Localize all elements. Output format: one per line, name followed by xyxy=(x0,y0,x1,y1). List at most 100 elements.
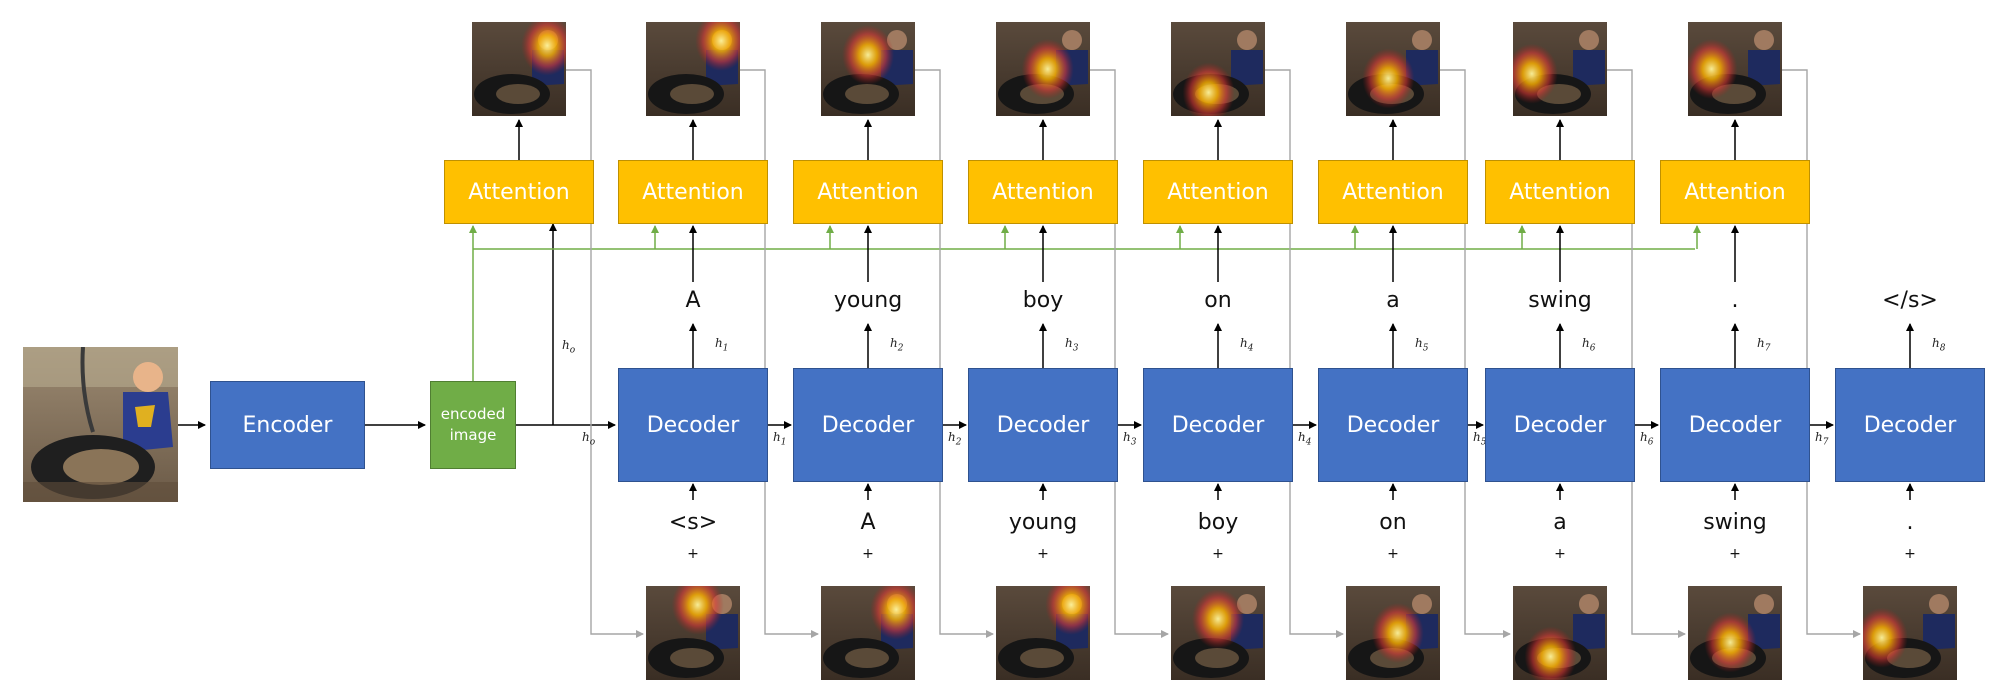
attention-box-1: Attention xyxy=(444,160,594,224)
encoded-image-label-line-1: encoded xyxy=(440,405,506,423)
decoder-box-3: Decoder xyxy=(968,368,1118,482)
attention-box-5: Attention xyxy=(1143,160,1293,224)
decoder-label: Decoder xyxy=(646,412,740,438)
decoder-label: Decoder xyxy=(1863,412,1957,438)
output-word-6: swing xyxy=(1528,288,1592,313)
plus-sign-7: + xyxy=(1729,546,1741,562)
hidden-state-symbol: h xyxy=(1757,336,1765,350)
hidden-state-symbol: h xyxy=(1240,336,1248,350)
attention-map-thumbnail-4 xyxy=(996,22,1090,116)
decoder-box-7: Decoder xyxy=(1660,368,1810,482)
hidden-state-symbol: h xyxy=(1065,336,1073,350)
attention-feedback-line-7 xyxy=(1607,69,1686,638)
plus-sign-5: + xyxy=(1387,546,1399,562)
hidden-state-index: 6 xyxy=(1647,437,1654,448)
encoded-image-box: encoded image xyxy=(430,381,516,469)
output-word-3: boy xyxy=(1022,288,1064,313)
hidden-state-symbol: h xyxy=(1415,336,1423,350)
hidden-state-index: 5 xyxy=(1480,437,1487,448)
hidden-state-index: 3 xyxy=(1072,343,1079,354)
attention-label: Attention xyxy=(1509,179,1611,205)
hidden-state-label-link-4: h4 xyxy=(1298,430,1311,447)
decoder-label: Decoder xyxy=(821,412,915,438)
hidden-state-symbol: h xyxy=(1640,430,1648,444)
attention-feedback-line-3 xyxy=(915,69,994,638)
hidden-state-label-link-6: h6 xyxy=(1640,430,1653,447)
hidden-state-index: 8 xyxy=(1939,343,1946,354)
hidden-state-symbol: h xyxy=(1582,336,1590,350)
hidden-state-index: 2 xyxy=(955,437,962,448)
hidden-state-symbol: h xyxy=(1123,430,1131,444)
hidden-state-symbol: h xyxy=(1815,430,1823,444)
attention-box-6: Attention xyxy=(1318,160,1468,224)
plus-sign-3: + xyxy=(1037,546,1049,562)
decoder-label: Decoder xyxy=(1346,412,1440,438)
attention-label: Attention xyxy=(1167,179,1269,205)
input-attention-thumbnail-7 xyxy=(1688,586,1782,680)
hidden-state-symbol: h xyxy=(1932,336,1940,350)
decoder-box-2: Decoder xyxy=(793,368,943,482)
hidden-state-index: 1 xyxy=(780,437,787,448)
hidden-state-index: 7 xyxy=(1764,343,1771,354)
decoder-box-4: Decoder xyxy=(1143,368,1293,482)
encoder-box: Encoder xyxy=(210,381,365,469)
decoder-box-5: Decoder xyxy=(1318,368,1468,482)
decoder-label: Decoder xyxy=(996,412,1090,438)
hidden-state-symbol: h xyxy=(1298,430,1306,444)
hidden-state-label-up-7: h7 xyxy=(1757,336,1770,353)
decoder-label: Decoder xyxy=(1688,412,1782,438)
hidden-state-label-link-2: h2 xyxy=(948,430,961,447)
attention-label: Attention xyxy=(1342,179,1444,205)
hidden-state-index: 4 xyxy=(1305,437,1312,448)
attention-feedback-line-8 xyxy=(1782,69,1861,638)
input-attention-thumbnail-5 xyxy=(1346,586,1440,680)
h0-subscript: o xyxy=(589,437,596,448)
hidden-state-label-link-1: h1 xyxy=(773,430,786,447)
hidden-state-label-up-2: h2 xyxy=(890,336,903,353)
input-word-4: boy xyxy=(1197,510,1239,535)
hidden-state-symbol: h xyxy=(1473,430,1481,444)
hidden-state-symbol: h xyxy=(773,430,781,444)
hidden-state-index: 6 xyxy=(1589,343,1596,354)
hidden-state-index: 2 xyxy=(897,343,904,354)
output-word-1: A xyxy=(685,288,701,313)
input-word-2: A xyxy=(860,510,876,535)
attention-label: Attention xyxy=(1684,179,1786,205)
output-word-7: . xyxy=(1731,288,1739,313)
attention-map-thumbnail-5 xyxy=(1171,22,1265,116)
hidden-state-label-up-4: h4 xyxy=(1240,336,1253,353)
hidden-state-label-up-8: h8 xyxy=(1932,336,1945,353)
attention-label: Attention xyxy=(468,179,570,205)
decoder-label: Decoder xyxy=(1171,412,1265,438)
hidden-state-label-link-5: h5 xyxy=(1473,430,1486,447)
hidden-state-symbol: h xyxy=(948,430,956,444)
attention-label: Attention xyxy=(817,179,919,205)
hidden-state-index: 3 xyxy=(1130,437,1137,448)
h0-symbol: h xyxy=(562,338,570,352)
attention-feedback-line-4 xyxy=(1090,69,1169,638)
hidden-state-index: 7 xyxy=(1822,437,1829,448)
input-word-5: on xyxy=(1379,510,1407,535)
attention-box-7: Attention xyxy=(1485,160,1635,224)
plus-sign-2: + xyxy=(862,546,874,562)
hidden-state-label-up-1: h1 xyxy=(715,336,728,353)
attention-map-thumbnail-1 xyxy=(472,22,566,116)
h0-label-horizontal: ho xyxy=(582,430,595,447)
decoder-box-8: Decoder xyxy=(1835,368,1985,482)
input-word-6: a xyxy=(1553,510,1567,535)
hidden-state-index: 5 xyxy=(1422,343,1429,354)
attention-map-thumbnail-8 xyxy=(1688,22,1782,116)
input-word-3: young xyxy=(1008,510,1078,535)
decoder-box-6: Decoder xyxy=(1485,368,1635,482)
attention-feedback-line-6 xyxy=(1440,69,1511,638)
hidden-state-index: 1 xyxy=(722,343,729,354)
hidden-state-label-link-3: h3 xyxy=(1123,430,1136,447)
attention-box-4: Attention xyxy=(968,160,1118,224)
plus-sign-4: + xyxy=(1212,546,1224,562)
encoder-label: Encoder xyxy=(242,412,333,438)
input-attention-thumbnail-3 xyxy=(996,586,1090,680)
attention-map-thumbnail-3 xyxy=(821,22,915,116)
plus-sign-1: + xyxy=(687,546,699,562)
